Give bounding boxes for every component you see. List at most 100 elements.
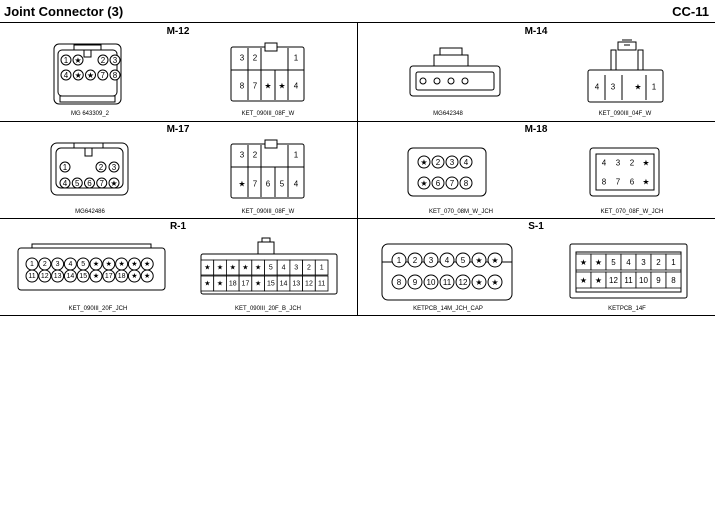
pin-label: 1 — [294, 54, 299, 63]
pin — [84, 177, 95, 189]
connector-face — [595, 153, 655, 191]
pin-label: 6 — [266, 180, 271, 189]
pin-label: 4 — [64, 71, 69, 80]
pin — [471, 274, 487, 290]
pin — [97, 69, 109, 81]
pin — [461, 77, 469, 85]
pin-label: 1 — [397, 256, 402, 265]
pin — [71, 177, 83, 189]
connector-caption: MG642486 — [75, 209, 105, 215]
connector-caption: MG642348 — [433, 111, 463, 117]
section-title-r1: R-1 — [169, 221, 187, 232]
pin-label: 14 — [67, 273, 75, 280]
page-code: CC-11 — [672, 4, 709, 19]
connector-caption: KET_090III_04F_W — [598, 111, 652, 117]
pin-label: 5 — [75, 179, 80, 188]
pin-label: 4 — [626, 258, 631, 267]
pin-cell — [314, 275, 329, 292]
pin-label: ★ — [580, 258, 587, 267]
outline — [83, 50, 92, 58]
pin-cell — [665, 253, 682, 271]
pin-label: 4 — [595, 83, 600, 92]
pin — [115, 269, 129, 283]
pin-label: ★ — [238, 180, 245, 189]
pin-label: 3 — [56, 261, 60, 268]
pin — [431, 176, 445, 190]
pin-label: 1 — [320, 265, 324, 272]
pin — [60, 69, 72, 81]
pin-label: 4 — [294, 82, 299, 91]
pin — [391, 252, 407, 268]
connector-caption: KET_070_08M_W_JCH — [428, 209, 494, 215]
pin-cell — [314, 259, 329, 276]
pin-label: 4 — [63, 179, 68, 188]
pin — [97, 54, 109, 66]
pin — [423, 274, 439, 290]
pin — [433, 77, 441, 85]
outline — [73, 44, 102, 50]
pin-label: 5 — [269, 265, 273, 272]
pin-label: 7 — [253, 180, 258, 189]
pin-label: 5 — [461, 256, 466, 265]
page-title: Joint Connector (3) — [4, 4, 124, 19]
pin-label: ★ — [595, 276, 602, 285]
pin-label: 4 — [68, 261, 72, 268]
pin-label: 4 — [282, 265, 286, 272]
pin-label: 8 — [240, 82, 245, 91]
pin-label: 3 — [450, 158, 455, 167]
pin-label: ★ — [87, 71, 94, 80]
pin — [439, 252, 455, 268]
pin-label: 8 — [602, 178, 607, 187]
pin-label: 3 — [616, 159, 621, 168]
pin-label: 1 — [64, 56, 69, 65]
pin-label: 1 — [652, 83, 657, 92]
pin — [417, 176, 431, 190]
pin-label: 7 — [616, 178, 621, 187]
pin-label: ★ — [131, 260, 137, 268]
pin-label: ★ — [642, 178, 649, 187]
connector-lock — [617, 41, 637, 51]
pin — [109, 69, 121, 81]
pin-label: 6 — [436, 179, 441, 188]
pin — [140, 269, 154, 283]
pin-label: 10 — [427, 278, 436, 287]
pin-label: ★ — [595, 258, 602, 267]
pin-label: 8 — [397, 278, 402, 287]
pin-label: 8 — [464, 179, 469, 188]
pin — [487, 252, 503, 268]
pin-label: 11 — [28, 273, 35, 280]
pin — [72, 54, 84, 66]
pin-label: 15 — [79, 273, 87, 280]
pin-label: 3 — [113, 56, 118, 65]
pin-label: ★ — [475, 256, 482, 265]
outline — [84, 148, 93, 157]
pin-label: 4 — [294, 180, 299, 189]
pin — [391, 274, 407, 290]
pin — [417, 155, 431, 169]
outline — [604, 75, 647, 100]
pin-label: 15 — [267, 281, 275, 288]
pin-label: 4 — [602, 159, 607, 168]
pin-label: ★ — [93, 272, 99, 280]
pin-cell — [665, 271, 682, 289]
pin-label: 13 — [54, 273, 62, 280]
pin — [63, 269, 77, 283]
pin — [95, 161, 107, 173]
pin — [89, 269, 103, 283]
pin-label: 9 — [413, 278, 418, 287]
connector-lock — [59, 95, 116, 103]
connector-lock — [264, 139, 278, 149]
outline — [610, 49, 644, 70]
pin-label: 2 — [253, 54, 258, 63]
pin-label: 14 — [280, 281, 288, 288]
connector-face — [415, 71, 495, 91]
pin-label: 17 — [105, 273, 113, 280]
section-title-m18: M-18 — [524, 124, 548, 135]
section-title-m14: M-14 — [524, 26, 548, 37]
pin — [423, 252, 439, 268]
outline — [261, 237, 271, 242]
pin-label: 3 — [240, 54, 245, 63]
pin-label: 5 — [611, 258, 616, 267]
pin-label: ★ — [144, 260, 150, 268]
section-title-m17: M-17 — [166, 124, 190, 135]
